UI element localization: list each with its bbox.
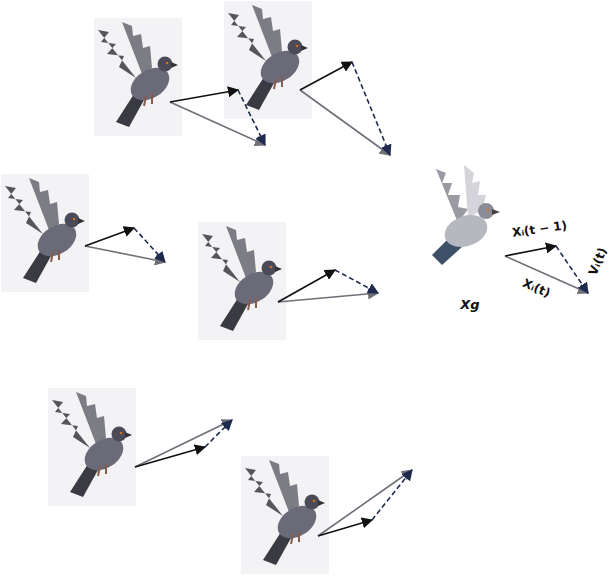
vector-label: Xg: [459, 298, 480, 312]
velocity-vector: [372, 470, 412, 520]
vector-label: Xᵢ(t): [519, 277, 552, 301]
previous-vector: [505, 246, 556, 256]
previous-vector: [300, 62, 352, 90]
previous-vector: [318, 520, 372, 536]
velocity-vector: [134, 228, 165, 262]
previous-vector: [170, 90, 238, 102]
pigeon: [224, 1, 312, 119]
vector-label: Xᵢ(t − 1): [511, 219, 570, 240]
pigeon: [241, 456, 329, 574]
velocity-vector: [238, 90, 265, 145]
position-vector: [135, 420, 232, 467]
pigeon: [198, 222, 286, 340]
position-vector: [170, 102, 265, 145]
pigeon: [1, 174, 89, 292]
leader-pigeon: [432, 165, 500, 265]
velocity-vector: [335, 270, 378, 293]
velocity-vector: [352, 62, 390, 155]
previous-vector: [85, 228, 134, 246]
position-vector: [318, 470, 412, 536]
previous-vector: [135, 447, 205, 467]
vector-label: Vᵢ(t): [586, 245, 610, 278]
pigeon: [94, 18, 182, 136]
velocity-vector: [556, 246, 588, 293]
pigeon: [48, 388, 136, 506]
previous-vector: [278, 270, 335, 302]
velocity-vector: [205, 420, 232, 447]
